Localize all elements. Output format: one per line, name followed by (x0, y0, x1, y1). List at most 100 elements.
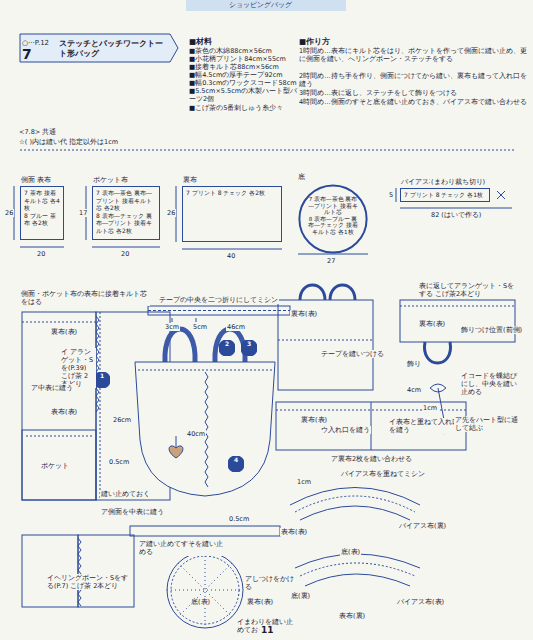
annotation: 3cm (164, 323, 180, 331)
annotation: 裏布(表) (300, 416, 328, 424)
annotation: 裏布(表) (50, 328, 78, 336)
node-body: 1 (94, 372, 110, 380)
title: ステッチとパッチワークトート形バッグ (58, 39, 168, 59)
annotation: テープを縫いつける (320, 350, 385, 358)
piece-heading: 側面 表布 (21, 176, 51, 184)
annotation: テープの中央を二つ折りにしてミシン (158, 296, 279, 304)
callout-number: 3 (241, 340, 257, 356)
annotation: ■こげ茶の5番刺しゅう糸少々 (188, 104, 284, 112)
annotation: ■接着キルト芯88cm×56cm (188, 63, 280, 71)
annotation: ア縫い止めてすそを縫い止める (138, 540, 230, 556)
pattern-piece: 7 茶布 接着キルト芯 各4枚8 ブルー 茶布 各2枚側面 表布 (20, 186, 64, 240)
annotation: 4時間め…側面のすそと底を縫い止めておき、バイアス布で縫い合わせる (298, 98, 528, 106)
annotation: バイアス布(裏) (398, 522, 447, 530)
annotation: ■材料 (188, 38, 213, 46)
node-body: 7 プリント 8 チェック 各1枚 (401, 189, 489, 201)
annotation: ■茶色の木綿88cm×56cm (188, 47, 273, 55)
node-body: 4 (228, 456, 244, 464)
piece-heading: ポケット布 (93, 176, 128, 184)
annotation: 1cm (296, 478, 312, 486)
dimension: 40 (226, 252, 236, 260)
dimension: 26 (166, 209, 176, 217)
annotation: ■小花柄プリント84cm×55cm (188, 55, 287, 63)
title-tab: ○···P.127 (22, 38, 56, 64)
annotation: 裏布(表) (246, 598, 274, 606)
node-body: 7 プリント 8 チェック 各2枚 (183, 187, 281, 199)
node-text: 7 プリント 8 チェック 各2枚 (186, 189, 278, 197)
pattern-piece: 7 表布―茶色 裏布―プリント 接着キルト芯8 表布―ブルー 裏布―チェック 接… (298, 184, 368, 254)
annotation: 1時間め…表布にキルト芯をはり、ポケットを作って側面に縫い止め、更に側面を縫い、… (298, 47, 528, 63)
annotation: バイアス布(表) (396, 598, 445, 606)
annotation: 46cm (226, 323, 246, 331)
annotation: 側面・ポケット布の表布に接着キルト芯をはる (20, 290, 150, 306)
annotation: ア裏布2枚を縫い合わせる (330, 455, 413, 463)
annotation: ア側面を中表に縫う (100, 508, 165, 516)
node-text: 7 プリント 8 チェック 各1枚 (404, 191, 486, 199)
dimension: 26 (4, 209, 14, 217)
annotation: 飾り (406, 360, 422, 368)
piece-heading: 底 (298, 173, 305, 181)
dimension: 17 (78, 209, 88, 217)
dimension: 20 (120, 250, 130, 258)
node-text: 8 表布―チェック 裏布―プリント 接着キルト芯 各2枚 (96, 212, 156, 235)
node-text: ○···P.12 (22, 39, 56, 48)
annotation: ア先をハート型に通して結ぶ (454, 416, 524, 432)
node-body: 7 茶布 接着キルト芯 各4枚8 ブルー 茶布 各2枚 (21, 187, 63, 229)
annotation: 表に返してアランゲット・Sをする こげ茶2本どり (418, 282, 520, 298)
annotation: イ アランゲット・S を(P.39) こげ茶 2本どり (60, 348, 96, 388)
annotation: アしつけをかける (244, 575, 296, 591)
node-text: 3 (241, 340, 257, 348)
annotation: 表布(表) (50, 408, 78, 416)
node-text: 7 茶布 接着キルト芯 各4枚 (24, 189, 60, 212)
pattern-piece: 7 プリント 8 チェック 各1枚バイアス布 (400, 188, 490, 202)
annotation: 飾りつけ位置(前側) (460, 326, 523, 334)
annotation: 表布(裏) (338, 612, 366, 620)
annotation: ■幅4.5cmの厚手テープ92cm (188, 71, 284, 79)
callout-number: 4 (228, 456, 244, 472)
callout-number: 2 (219, 340, 235, 356)
dimension: 20 (36, 250, 46, 258)
annotation: 5cm (192, 323, 208, 331)
annotation: 2時間め…持ち手を作り、側面につけてから縫い、裏布も縫って入れ口を縫う (298, 72, 528, 88)
annotation: 裏布(表) (418, 320, 446, 328)
pattern-piece: 7 表布―茶色 裏布―プリント 接着キルト芯 各2枚8 表布―チェック 裏布―プ… (92, 186, 160, 240)
annotation: 表布(表) (280, 528, 308, 536)
node-text: 8 ブルー 茶布 各2枚 (24, 212, 60, 227)
annotation: ■作り方 (298, 38, 331, 46)
pattern-piece: 7 プリント 8 チェック 各2枚裏布 (182, 186, 282, 242)
annotation: ア中表に縫う (30, 384, 74, 392)
node-body: 2 (219, 340, 235, 348)
dimension: 27 (326, 257, 336, 265)
annotation: 26cm (112, 416, 132, 424)
dimension: 5 (388, 191, 394, 199)
annotation: ポケット (40, 462, 70, 470)
annotation: 底(表) (190, 598, 211, 606)
node-body: 3 (241, 340, 257, 348)
node-text: 2 (219, 340, 235, 348)
annotation: ウ入れ口を縫う (320, 426, 371, 434)
node-body: 7 表布―茶色 裏布―プリント 接着キルト芯 各2枚8 表布―チェック 裏布―プ… (93, 187, 159, 236)
annotation: 縫い止めておく (100, 490, 151, 498)
header-tab: ショッピングバッグ (228, 1, 293, 9)
annotation: 82 (はいで作る) (430, 211, 482, 219)
annotation: イヘリングボーン・Sをする(P.7) こげ茶 2本どり (46, 574, 130, 590)
annotation: 4cm (406, 386, 422, 394)
annotation: 底(表) (340, 548, 361, 556)
node-text: 1 (94, 372, 110, 380)
node-text: 8 表布―ブルー 裏布―チェック 接着キルト芯 各1枚 (307, 216, 359, 236)
annotation: 0.5cm (228, 515, 250, 523)
annotation: 1cm (422, 404, 438, 412)
annotation: 0.5cm (108, 458, 130, 466)
dimension: 11 (260, 626, 275, 634)
node-body: 7 表布―茶色 裏布―プリント 接着キルト芯8 表布―ブルー 裏布―チェック 接… (298, 184, 368, 248)
node-text: 7 表布―茶色 裏布―プリント 接着キルト芯 各2枚 (96, 189, 156, 212)
annotation: 裏布(表) (290, 310, 318, 318)
annotation: ■幅0.3cmのワックスコード58cm (188, 79, 298, 87)
annotation: ■5.5cm×5.5cmの木製ハート型パーツ2個 (188, 87, 302, 103)
annotation: イ表布と重ねて入れ口を縫う (388, 418, 462, 434)
annotation: 40cm (186, 430, 206, 438)
annotation: 3時間め…表に返し、ステッチをして飾りをつける (298, 89, 528, 97)
node-body: ○···P.127 (22, 38, 56, 62)
annotation: バイアス布を重ねてミシン (340, 470, 426, 478)
callout-number: 1 (94, 372, 110, 388)
